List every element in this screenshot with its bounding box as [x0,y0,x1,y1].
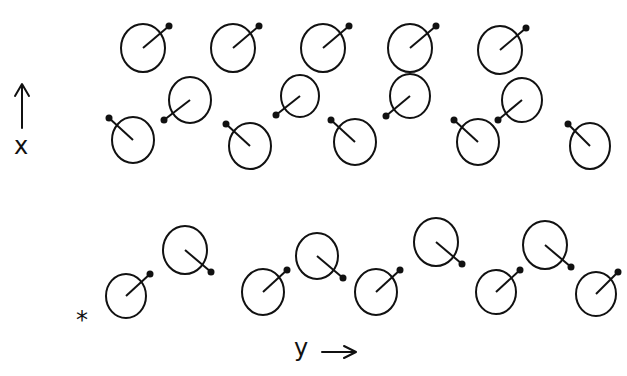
hydrogen-dot [328,117,335,124]
axis-label: x [14,134,28,158]
hydrogen-dot [166,23,173,30]
hydrogen-dot [340,275,347,282]
axis-arrowhead [344,346,356,358]
hydrogen-dot [223,121,230,128]
hydrogen-dot [208,269,215,276]
axis-label: y [294,336,308,360]
hydrogen-dot [346,23,353,30]
bond-line [126,274,150,296]
bond-line [545,245,571,267]
bond-line [496,270,520,292]
hydrogen-dot [459,261,466,268]
bond-line [436,242,462,264]
bond-line [276,96,300,115]
bond-line [164,100,190,120]
bond-line [109,118,133,140]
hydrogen-dot [273,112,280,119]
bond-line [331,120,355,142]
bond-line [317,256,343,278]
hydrogen-dot [517,267,524,274]
bond-line [143,26,169,48]
hydrogen-dot [161,117,168,124]
bond-line [596,272,618,294]
bond-line [185,250,211,272]
hydrogen-dot [565,121,572,128]
bond-line [226,124,250,146]
hydrogen-dot [451,117,458,124]
marker-symbol: * [76,308,88,332]
bond-line [376,270,400,292]
axis-arrowhead [15,84,29,96]
hydrogen-dot [147,271,154,278]
bond-line [568,124,590,146]
hydrogen-dot [433,23,440,30]
bond-line [498,100,522,120]
bond-line [386,96,410,116]
hydrogen-dot [256,23,263,30]
hydrogen-dot [495,117,502,124]
bond-line [233,26,259,48]
axis-arrow [21,86,23,128]
axis-arrow [322,351,354,353]
bond-line [410,26,436,48]
hydrogen-dot [523,25,530,32]
bond-line [500,28,526,50]
bond-line [323,26,349,48]
hydrogen-dot [106,115,113,122]
bond-line [454,120,478,142]
hydrogen-dot [383,113,390,120]
bond-line [263,270,287,292]
hydrogen-dot [397,267,404,274]
hydrogen-dot [615,269,622,276]
hydrogen-dot [568,264,575,271]
hydrogen-dot [284,267,291,274]
